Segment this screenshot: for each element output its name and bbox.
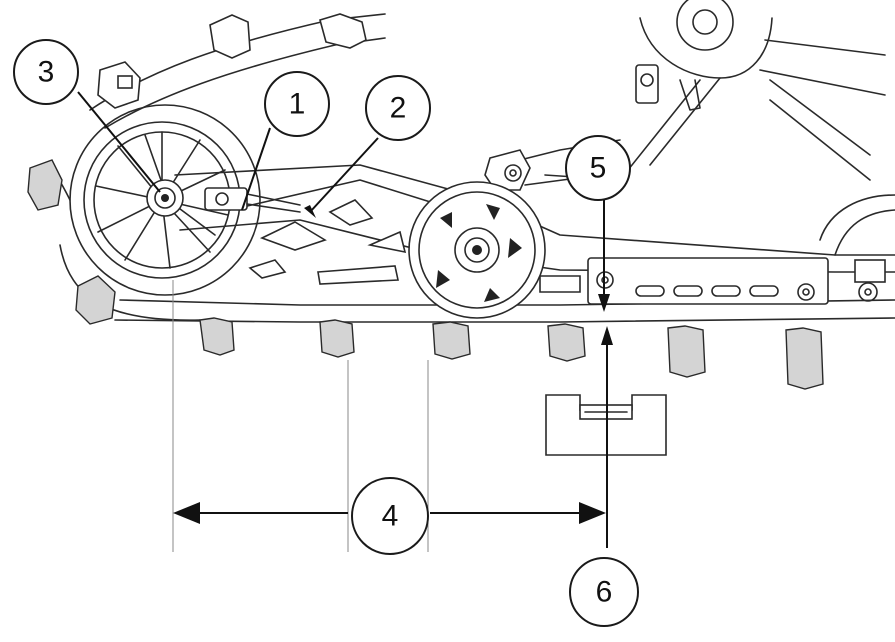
rear-idler-wheel	[69, 104, 301, 296]
callout-6-label: 6	[596, 576, 613, 609]
vertical-measure-line	[598, 200, 613, 548]
callout-leaders	[77, 91, 379, 218]
callout-4-label: 4	[382, 500, 399, 533]
arrowhead-up-icon	[601, 326, 613, 345]
callout-2: 2	[365, 75, 431, 141]
upper-frame	[89, 13, 386, 129]
callout-5-label: 5	[590, 152, 607, 185]
callout-3: 3	[13, 39, 79, 105]
callout-1-label: 1	[289, 88, 306, 121]
callout-1: 1	[264, 71, 330, 137]
callout-6: 6	[569, 557, 639, 627]
track-lugs	[27, 159, 824, 390]
mid-wheel	[408, 181, 546, 319]
arrowhead-right-icon	[579, 502, 606, 524]
dimension-arrow	[173, 502, 606, 524]
upper-right-assembly	[484, 0, 895, 256]
callout-2-label: 2	[390, 92, 407, 125]
callout-3-label: 3	[38, 56, 55, 89]
callout-5: 5	[565, 135, 631, 201]
arrowhead-left-icon	[173, 502, 200, 524]
arrowhead-down-icon	[598, 294, 610, 312]
callout-4: 4	[351, 477, 429, 555]
